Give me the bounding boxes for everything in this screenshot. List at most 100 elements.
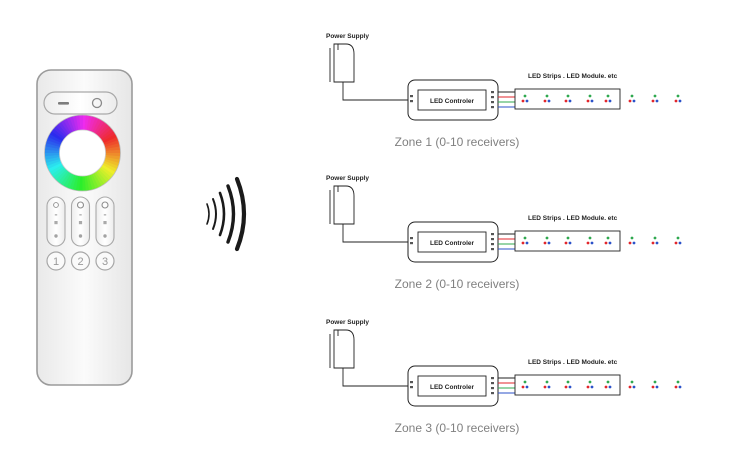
color-wheel-segment	[82, 175, 86, 191]
zone-number-button[interactable]	[95, 251, 115, 271]
output-terminal	[491, 382, 494, 385]
rgb-led	[564, 380, 572, 389]
color-wheel-segment	[45, 139, 61, 148]
color-wheel-segment	[95, 170, 107, 185]
color-wheel-segment	[95, 121, 108, 136]
power-supply-icon	[329, 329, 355, 369]
color-wheel-segment	[57, 170, 70, 185]
zone-column-3: 3	[95, 196, 115, 271]
color-wheel-segment	[44, 156, 61, 163]
input-terminal	[410, 100, 413, 103]
rgb-led	[674, 94, 682, 103]
controller-label: LED Controler	[430, 384, 475, 391]
output-terminal	[491, 387, 494, 390]
color-wheel-segment	[105, 155, 121, 161]
dot-icon	[78, 234, 83, 238]
color-wheel-segment	[86, 175, 93, 191]
wireless-signal-icon	[206, 176, 247, 252]
color-wheel-segment	[51, 128, 66, 140]
off-icon	[58, 102, 69, 105]
color-wheel-segment	[104, 140, 120, 148]
color-wheel-segment	[63, 118, 74, 134]
color-wheel-segment	[48, 133, 63, 144]
color-wheel-segment	[51, 165, 65, 178]
zone-label: Zone 2 (0-10 receivers)	[395, 277, 520, 291]
mode-icon	[54, 221, 58, 225]
color-wheel-segment	[84, 115, 90, 131]
rgb-led	[628, 380, 636, 389]
wheel-center	[59, 129, 106, 177]
output-terminal	[491, 238, 494, 241]
output-terminal	[491, 243, 494, 246]
led-controller: LED Controler	[407, 79, 499, 121]
input-terminal	[410, 95, 413, 98]
color-wheel-segment	[55, 169, 68, 183]
zone-number-button[interactable]	[70, 251, 91, 271]
color-wheel-segment	[105, 153, 121, 157]
power-button[interactable]	[43, 91, 118, 115]
dimmer-icon	[76, 201, 85, 209]
rocker-divider	[54, 214, 58, 216]
mode-icon	[103, 221, 107, 225]
input-terminal	[410, 381, 413, 384]
color-wheel-segment	[101, 131, 116, 142]
color-wheel-segment	[103, 160, 119, 170]
dot-icon	[54, 234, 58, 238]
color-wheel-segment	[72, 115, 79, 131]
rgb-led	[628, 236, 636, 245]
color-wheel-segment	[46, 160, 62, 170]
output-terminal	[491, 233, 494, 236]
color-wheel-segment	[60, 119, 72, 135]
color-wheel-segment	[66, 117, 75, 133]
color-wheel-segment	[65, 173, 75, 189]
color-wheel-segment	[102, 162, 117, 173]
color-wheel-segment	[91, 172, 102, 188]
rgb-led	[651, 94, 659, 103]
color-wheel-segment	[92, 118, 102, 134]
zone-label: Zone 1 (0-10 receivers)	[395, 135, 520, 149]
on-icon	[91, 97, 103, 109]
led-controller: LED Controler	[407, 365, 499, 407]
rgb-led	[543, 236, 551, 245]
color-wheel-segment	[44, 145, 60, 151]
power-supply-label: Power Supply	[326, 33, 369, 40]
color-wheel-segment	[90, 117, 100, 133]
rgb-led	[586, 94, 594, 103]
color-wheel-segment	[88, 174, 96, 190]
dimmer-icon	[101, 201, 109, 209]
rgb-led	[651, 236, 659, 245]
color-wheel-segment	[82, 115, 87, 131]
color-wheel-segment	[102, 134, 118, 144]
color-wheel-segment	[45, 142, 61, 150]
rgb-led	[604, 94, 612, 103]
color-wheel-segment	[99, 166, 114, 178]
rgb-led	[651, 380, 659, 389]
rgb-led	[521, 94, 529, 103]
rgb-led	[521, 380, 529, 389]
color-wheel-segment	[79, 115, 83, 131]
rgb-led	[521, 236, 529, 245]
color-wheel-segment	[47, 162, 63, 172]
led-strip-label: LED Strips . LED Module. etc	[528, 359, 618, 366]
color-wheel-segment	[44, 149, 60, 153]
color-wheel-segment	[100, 128, 114, 141]
rgb-led	[586, 380, 594, 389]
color-wheel-segment	[88, 116, 96, 132]
color-wheel[interactable]	[44, 114, 121, 192]
rgb-led	[564, 236, 572, 245]
color-wheel-segment	[53, 167, 67, 180]
zone-number-button[interactable]	[46, 251, 66, 271]
color-wheel-segment	[46, 136, 62, 146]
controller-inner	[417, 231, 487, 253]
color-wheel-segment	[44, 152, 60, 157]
color-wheel-segment	[105, 149, 121, 154]
rgb-led	[604, 236, 612, 245]
dot-icon	[103, 234, 107, 238]
led-strip	[514, 374, 621, 396]
led-strip-label: LED Strips . LED Module. etc	[528, 73, 618, 80]
rgb-led	[628, 94, 636, 103]
sun-icon	[53, 202, 59, 208]
